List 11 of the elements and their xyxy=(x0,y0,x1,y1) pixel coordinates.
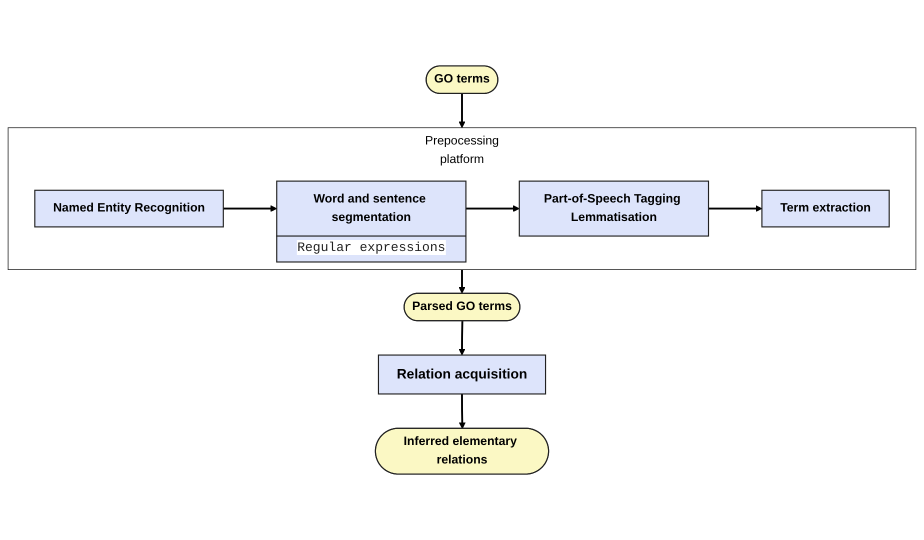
node-box: Named Entity Recognition xyxy=(34,190,224,228)
node-box: Part-of-Speech Tagging Lemmatisation xyxy=(518,180,710,237)
arrow xyxy=(458,394,466,429)
arrow xyxy=(458,93,466,128)
arrow xyxy=(708,205,762,212)
node-box: Term extraction xyxy=(761,190,890,228)
arrow xyxy=(458,321,466,356)
tool-caption: Regular expressions xyxy=(297,240,446,256)
node-box: Relation acquisition xyxy=(378,354,546,395)
arrow xyxy=(223,205,278,212)
arrow xyxy=(466,205,520,212)
